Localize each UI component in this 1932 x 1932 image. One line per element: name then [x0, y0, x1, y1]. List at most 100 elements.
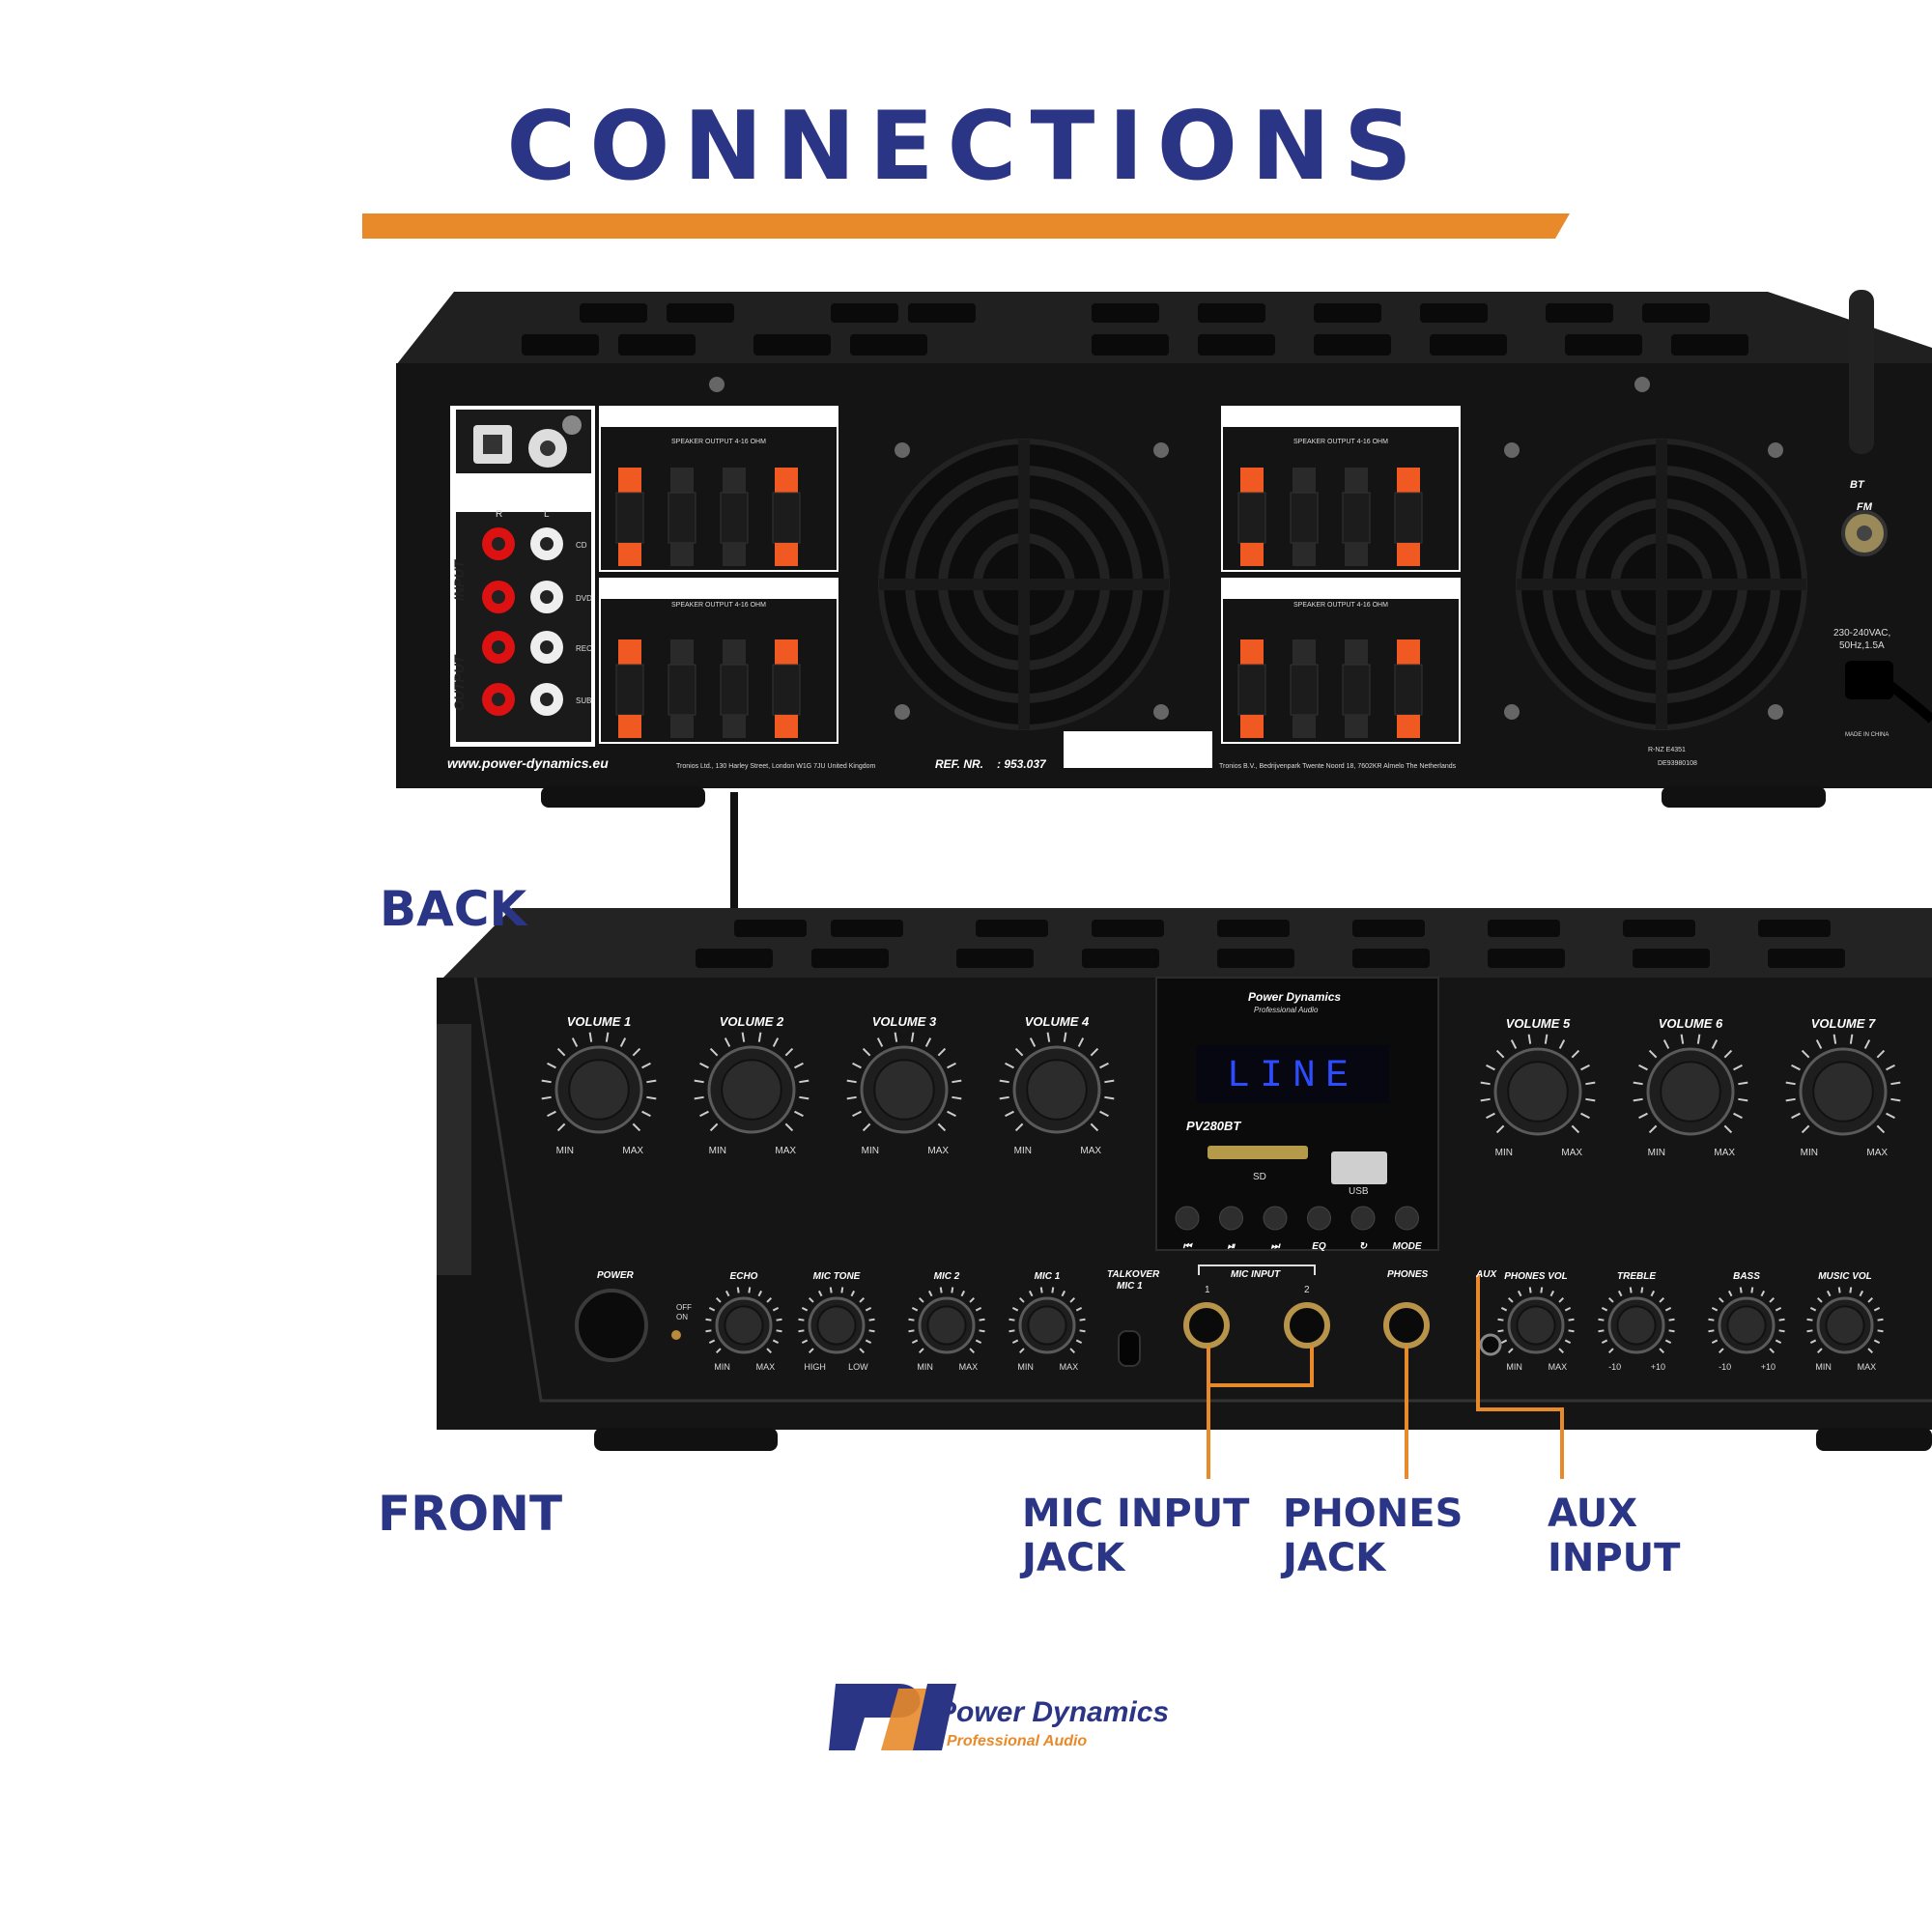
terminal-clip-bottom — [1397, 715, 1420, 738]
terminal-clip-top — [1240, 639, 1264, 665]
address-nl-text: Tronios B.V., Bedrijvenpark Twente Noord… — [1219, 763, 1457, 770]
terminal-clip-top — [1345, 639, 1368, 665]
channel-5-label: CHANNEL 5 — [1352, 407, 1430, 422]
terminal-body — [1342, 664, 1371, 716]
terminal-body — [1237, 492, 1266, 544]
knob-max-label: MAX — [756, 1362, 776, 1372]
back-foot-left — [541, 786, 705, 808]
terminal-body — [1290, 492, 1319, 544]
terminal-clip-bottom — [775, 715, 798, 738]
knob-max-label: MAX — [1060, 1362, 1079, 1372]
r-label: R — [496, 509, 502, 520]
ref-value: : 953.037 — [997, 757, 1047, 771]
bt-antenna — [1849, 290, 1874, 454]
module-brand-sub: Professional Audio — [1254, 1006, 1319, 1014]
knob-min-label: HIGH — [804, 1362, 826, 1372]
coax-label: COAX — [533, 483, 576, 499]
knob-max-label: +10 — [1651, 1362, 1665, 1372]
terminal-body — [1394, 492, 1423, 544]
terminal-clip-top — [1397, 639, 1420, 665]
terminal-clip-top — [723, 468, 746, 493]
power-label: POWER — [597, 1270, 635, 1281]
usb-label: USB — [1349, 1186, 1369, 1197]
terminal-clip-bottom — [775, 543, 798, 566]
knob-max-label: LOW — [848, 1362, 868, 1372]
knob-min-label: MIN — [1506, 1362, 1522, 1372]
knob-label: MIC 2 — [934, 1271, 960, 1282]
knob-min-label: MIN — [1801, 1148, 1818, 1158]
back-vents — [522, 303, 1748, 355]
terminal-body — [720, 492, 749, 544]
cd-label: CD — [576, 541, 587, 550]
knob-label: VOLUME 4 — [1025, 1014, 1090, 1029]
terminal-clip-bottom — [1345, 543, 1368, 566]
back-label: BACK — [380, 881, 527, 937]
knob-max-label: MAX — [1714, 1148, 1735, 1158]
speaker-output-text-3: SPEAKER OUTPUT 4-16 OHM — [1293, 439, 1388, 445]
logo-name: Power Dynamics — [937, 1696, 1170, 1728]
title-underline — [362, 213, 1570, 239]
terminal-clip-top — [618, 639, 641, 665]
terminal-clip-top — [1240, 468, 1264, 493]
module-button-label: ⏯ — [1228, 1241, 1236, 1252]
mic-1-label: 1 — [1205, 1285, 1210, 1295]
knob-min-label: MIN — [1017, 1362, 1034, 1372]
knob-min-label: -10 — [1719, 1362, 1731, 1372]
channel-1-label: CHANNEL 1 — [1352, 579, 1430, 594]
phones-callout-line-2: JACK — [1283, 1536, 1386, 1580]
input-label: INPUT — [451, 559, 467, 601]
sd-label: SD — [1253, 1172, 1266, 1182]
module-button — [1350, 1206, 1376, 1231]
terminal-body — [1237, 664, 1266, 716]
website-text: www.power-dynamics.eu — [447, 755, 609, 771]
terminal-clip-top — [1397, 468, 1420, 493]
power-button — [575, 1289, 648, 1362]
aux-callout: AUX INPUT — [1548, 1492, 1680, 1580]
terminal-clip-top — [670, 639, 694, 665]
terminal-clip-bottom — [1240, 543, 1264, 566]
terminal-body — [615, 492, 644, 544]
module-button — [1175, 1206, 1200, 1231]
fm-label: FM — [1857, 501, 1873, 513]
module-brand: Power Dynamics — [1248, 990, 1341, 1004]
aux-callout-line-1: AUX — [1548, 1492, 1638, 1536]
knob-label: VOLUME 7 — [1811, 1016, 1876, 1031]
terminal-body — [615, 664, 644, 716]
module-button — [1219, 1206, 1243, 1231]
dvd-label: DVD — [576, 594, 592, 603]
knob-max-label: MAX — [1866, 1148, 1888, 1158]
knob-label: ECHO — [730, 1271, 758, 1282]
mic-input-callout: MIC INPUT JACK — [1022, 1492, 1249, 1580]
knob-label: TREBLE — [1617, 1271, 1656, 1282]
power-off-label: OFF — [676, 1303, 692, 1312]
aux-callout-line-2: INPUT — [1548, 1536, 1681, 1580]
module-button-label: ⏮ — [1183, 1241, 1194, 1252]
knob-max-label: MAX — [1548, 1362, 1568, 1372]
terminal-clip-bottom — [618, 715, 641, 738]
front-label: FRONT — [378, 1486, 563, 1542]
speaker-output-text-2: SPEAKER OUTPUT 4-16 OHM — [671, 602, 766, 609]
power-rating-line-2: 50Hz,1.5A — [1839, 640, 1885, 651]
output-label: OUTPUT — [451, 654, 467, 711]
terminal-body — [668, 664, 696, 716]
knob-label: MUSIC VOL — [1818, 1271, 1872, 1282]
knob-min-label: MIN — [1648, 1148, 1665, 1158]
address-uk-text: Tronios Ltd., 130 Harley Street, London … — [676, 763, 876, 770]
terminal-clip-bottom — [1293, 715, 1316, 738]
power-on-label: ON — [676, 1313, 688, 1321]
terminal-clip-bottom — [723, 715, 746, 738]
cert-code-1: R-NZ E4351 — [1648, 747, 1686, 753]
knob-max-label: MAX — [959, 1362, 979, 1372]
front-foot-left — [594, 1428, 778, 1451]
module-button — [1307, 1206, 1331, 1231]
knob-max-label: MAX — [1561, 1148, 1582, 1158]
mic-input-label: MIC INPUT — [1231, 1269, 1281, 1280]
knob-label: PHONES VOL — [1504, 1271, 1568, 1282]
terminal-body — [1394, 664, 1423, 716]
terminal-clip-bottom — [670, 715, 694, 738]
module-button — [1395, 1206, 1419, 1231]
phones-panel-label: PHONES — [1387, 1269, 1429, 1280]
knob-label: MIC TONE — [813, 1271, 861, 1282]
knob-min-label: MIN — [556, 1146, 574, 1156]
